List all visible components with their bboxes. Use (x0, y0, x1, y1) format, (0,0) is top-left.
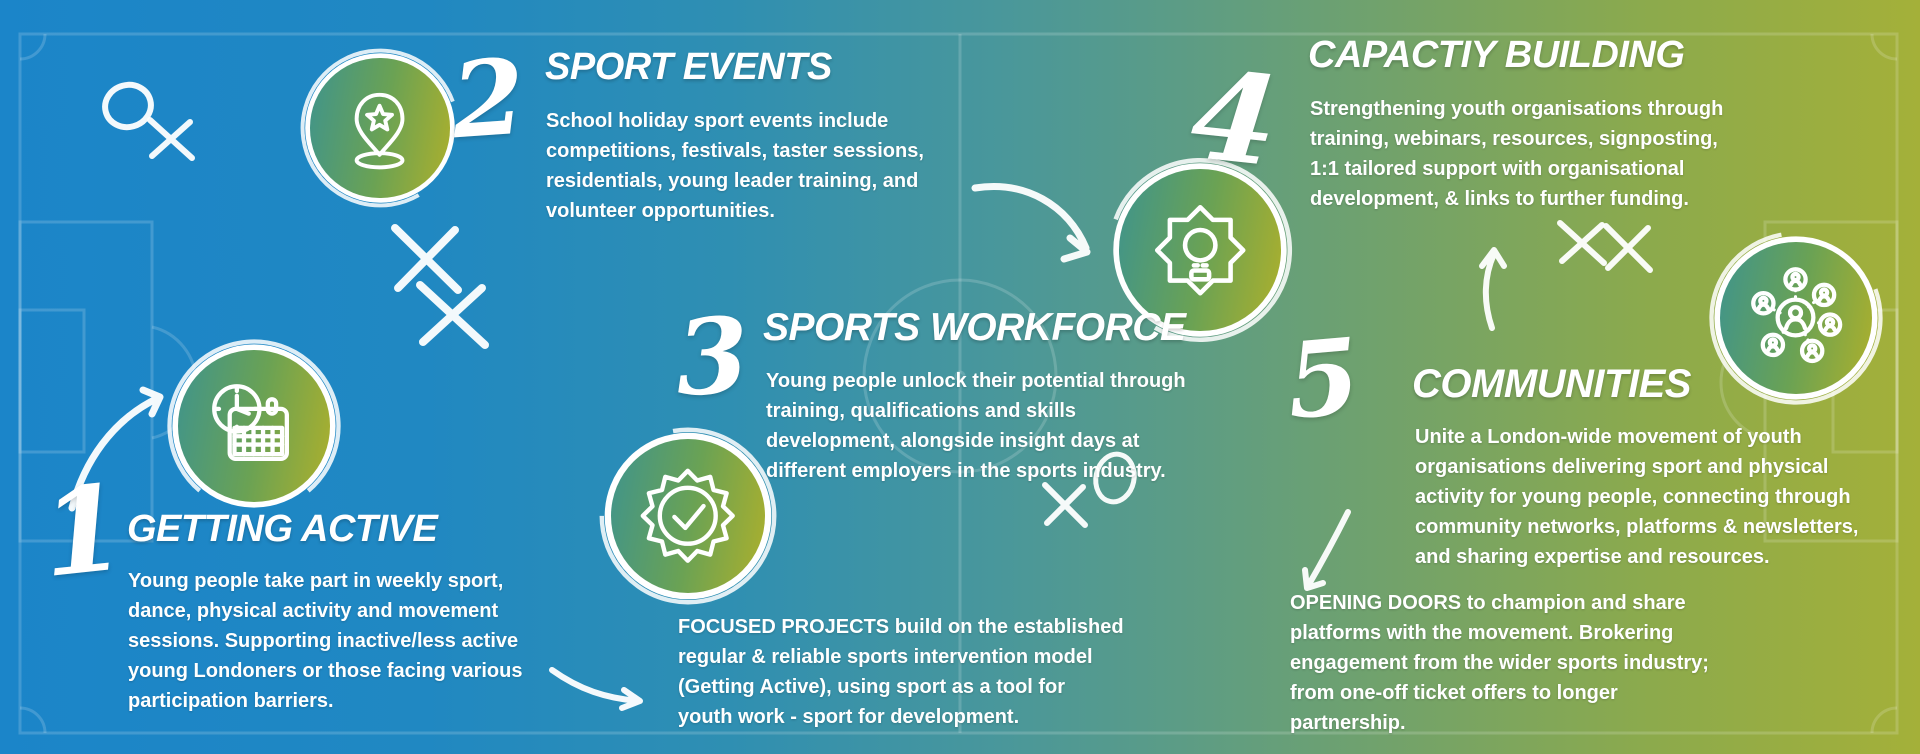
section-body-capacity-building: Strengthening youth organisations throug… (1310, 98, 1724, 210)
section-number-1: 1 (34, 457, 132, 604)
section-number-4: 4 (1184, 41, 1285, 195)
pitch-corner-arc (1870, 33, 1898, 61)
gear-lightbulb-icon (1154, 204, 1246, 296)
chalk-o-mark (102, 81, 154, 131)
chalk-arrow-up (1479, 247, 1507, 331)
chalk-x-mark (1042, 482, 1088, 528)
section-body-communities: Unite a London-wide movement of youth or… (1415, 426, 1859, 568)
section-title-getting-active: GETTING ACTIVE (127, 508, 438, 550)
section-body-sports-workforce: Young people unlock their potential thro… (766, 370, 1186, 482)
capacity-building-badge (1098, 148, 1302, 352)
section-title-capacity-building: CAPACTIY BUILDING (1308, 34, 1685, 76)
badge-disc (310, 58, 450, 198)
note-focused-projects: FOCUSED PROJECTS build on the establishe… (678, 616, 1124, 728)
chalk-x-mark (416, 281, 489, 349)
section-title-communities: COMMUNITIES (1412, 362, 1691, 406)
pitch-left-goal-area (18, 308, 86, 454)
section-number-3: 3 (672, 293, 752, 420)
section-number-2: 2 (447, 34, 529, 163)
location-pin-star-icon (355, 93, 405, 170)
pitch-corner-arc (1870, 706, 1898, 734)
section-title-sports-workforce: SPORTS WORKFORCE (763, 306, 1186, 349)
note-opening-doors: OPENING DOORS to champion and share plat… (1290, 592, 1709, 734)
sport-events-badge (292, 40, 468, 216)
badge-disc (610, 438, 766, 594)
chalk-x-mark (391, 224, 462, 294)
chalk-x-mark (1557, 220, 1607, 266)
chalk-arrow-down-right (971, 183, 1091, 263)
pitch-corner-arc (19, 33, 47, 61)
calendar-clock-icon (212, 384, 290, 462)
section-title-sport-events: SPORT EVENTS (545, 46, 832, 88)
section-number-5: 5 (1281, 314, 1365, 443)
pitch-corner-arc (19, 706, 47, 734)
badge-disc (1119, 169, 1281, 331)
sports-workforce-badge (590, 418, 786, 614)
badge-check-icon (640, 468, 736, 564)
communities-badge (1700, 222, 1892, 414)
section-body-getting-active: Young people take part in weekly sport, … (128, 570, 523, 712)
chalk-x-mark (147, 117, 195, 161)
people-network-icon (1751, 267, 1843, 364)
section-body-sport-events: School holiday sport events include comp… (546, 110, 924, 222)
chalk-arrow-down (1302, 509, 1351, 591)
chalk-x-mark (1603, 223, 1653, 273)
getting-active-badge (158, 330, 350, 522)
